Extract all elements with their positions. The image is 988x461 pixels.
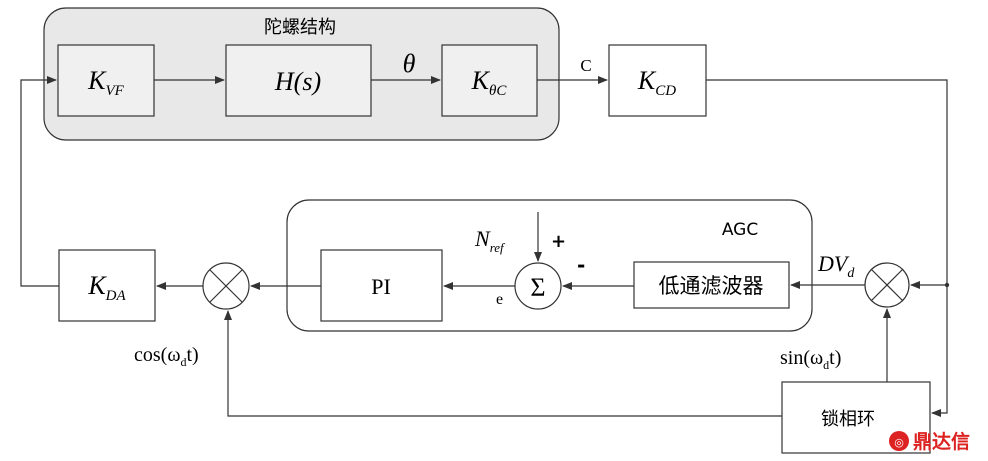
wire-kcd-to-pll (706, 79, 948, 417)
nref-label: Nref (474, 226, 506, 255)
multiplier-right (864, 262, 910, 308)
kvf-block (57, 44, 155, 117)
kthc-block (441, 44, 538, 117)
hs-block (225, 44, 372, 117)
multiplier-left (202, 262, 250, 310)
error-label: e (496, 291, 503, 308)
dvd-label: DVd (817, 251, 855, 281)
pi-block (320, 249, 443, 322)
kda-label: KDA (87, 271, 126, 304)
watermark-text: 鼎达信 (913, 430, 970, 453)
kcd-label: KCD (637, 66, 676, 99)
lowpass-filter-block (633, 261, 790, 309)
lowpass-filter-label: 低通滤波器 (659, 274, 764, 298)
wire-pll-cos-to-multiplier (224, 310, 782, 417)
junction-dot (944, 282, 950, 288)
kthc-label: KθC (471, 66, 508, 99)
kvf-label: KVF (87, 66, 125, 99)
gyro-structure-title: 陀螺结构 (264, 17, 336, 38)
minus-sign: - (577, 253, 585, 277)
theta-label: θ (403, 49, 416, 78)
pi-label: PI (371, 274, 391, 299)
watermark-logo-icon (889, 431, 909, 451)
cos-label: cos(ωdt) (134, 344, 199, 369)
hs-label: H(s) (274, 67, 321, 96)
c-label: C (580, 56, 591, 75)
watermark: ◎ 鼎达信 (889, 430, 970, 453)
svg-text:◎: ◎ (894, 436, 904, 449)
pll-label: 锁相环 (821, 409, 875, 430)
plus-sign: + (551, 231, 566, 252)
wire-kda-to-kvf (20, 76, 59, 287)
sin-label: sin(ωdt) (780, 347, 841, 372)
summing-symbol: Σ (530, 273, 545, 302)
agc-title: AGC (722, 220, 758, 240)
kda-block (58, 249, 156, 322)
kcd-block (608, 44, 707, 117)
